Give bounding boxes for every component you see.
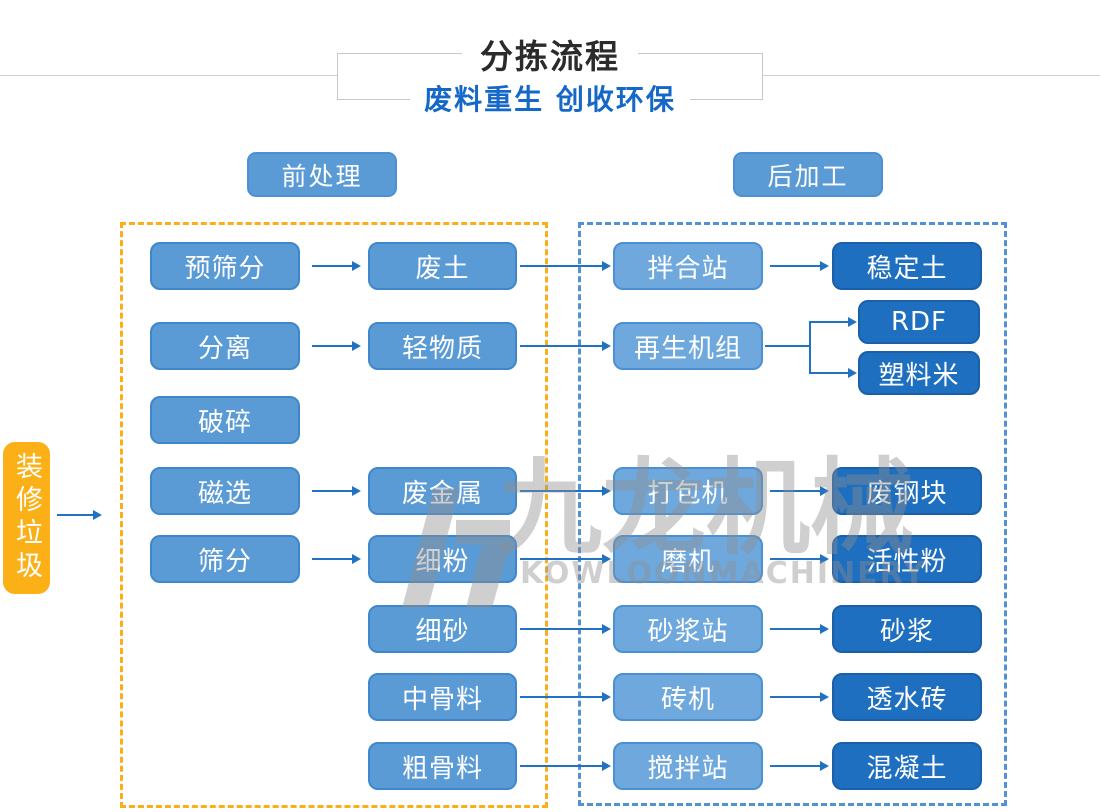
arrow-finesand-to-mortarstation — [520, 624, 611, 634]
pre-processing-container — [120, 222, 548, 808]
arrow-separation-to-lightmaterial — [312, 341, 361, 351]
arrow-mill-to-activepowder — [770, 554, 829, 564]
node-crushing: 破碎 — [150, 396, 300, 444]
node-scrap-metal: 废金属 — [368, 467, 517, 515]
node-rdf: RDF — [858, 300, 980, 344]
arrow-wastesoil-to-mixingstation — [520, 261, 611, 271]
branch-stub-regenerationunit — [765, 345, 810, 347]
page-title: 分拣流程 — [337, 37, 763, 77]
node-mortar-station: 砂浆站 — [613, 605, 763, 653]
page-title-text: 分拣流程 — [462, 37, 638, 77]
arrow-finepowder-to-mill — [520, 554, 611, 564]
arrow-source-to-container — [57, 510, 102, 520]
arrow-mediumaggregate-to-brickmachine — [520, 692, 611, 702]
node-waste-soil: 废土 — [368, 242, 517, 290]
arrow-magnetic-to-scrapmetal — [312, 486, 361, 496]
node-baler: 打包机 — [613, 467, 763, 515]
node-pre-screening: 预筛分 — [150, 242, 300, 290]
arrow-baler-to-scrapsteel — [770, 486, 829, 496]
page-subtitle-text: 废料重生 创收环保 — [410, 83, 690, 117]
branch-vertical-line — [809, 321, 811, 374]
node-active-powder: 活性粉 — [832, 535, 982, 583]
node-separation: 分离 — [150, 322, 300, 370]
section-label-post-processing: 后加工 — [733, 152, 883, 197]
node-mill: 磨机 — [613, 535, 763, 583]
page-subtitle: 废料重生 创收环保 — [337, 83, 763, 117]
arrow-screening-to-finepowder — [312, 554, 361, 564]
node-regeneration-unit: 再生机组 — [613, 322, 763, 370]
node-concrete-mixing-station: 搅拌站 — [613, 742, 763, 790]
arrow-brickmachine-to-permeablebrick — [770, 692, 829, 702]
arrow-scrapmetal-to-baler — [520, 486, 611, 496]
node-plastic-pellets: 塑料米 — [858, 351, 980, 395]
node-fine-powder: 细粉 — [368, 535, 517, 583]
node-brick-machine: 砖机 — [613, 673, 763, 721]
node-medium-aggregate: 中骨料 — [368, 673, 517, 721]
section-label-pre-processing: 前处理 — [247, 152, 397, 197]
arrow-concretestation-to-concrete — [770, 761, 829, 771]
arrow-branch-to-rdf — [810, 317, 857, 327]
node-mixing-station: 拌合站 — [613, 242, 763, 290]
arrow-lightmaterial-to-regenerationunit — [520, 341, 611, 351]
node-screening: 筛分 — [150, 535, 300, 583]
arrow-branch-to-plasticpellets — [810, 368, 857, 378]
arrow-mixingstation-to-stabilizedsoil — [770, 261, 829, 271]
node-permeable-brick: 透水砖 — [832, 673, 982, 721]
node-fine-sand: 细砂 — [368, 605, 517, 653]
node-scrap-steel-block: 废钢块 — [832, 467, 982, 515]
node-concrete: 混凝土 — [832, 742, 982, 790]
arrow-prescreen-to-wastesoil — [312, 261, 361, 271]
node-magnetic-separation: 磁选 — [150, 467, 300, 515]
node-coarse-aggregate: 粗骨料 — [368, 742, 517, 790]
source-box-renovation-waste: 装修垃圾 — [3, 442, 50, 594]
arrow-mortarstation-to-mortar — [770, 624, 829, 634]
node-stabilized-soil: 稳定土 — [832, 242, 982, 290]
node-light-material: 轻物质 — [368, 322, 517, 370]
post-processing-container — [578, 222, 1007, 806]
arrow-coarseaggregate-to-concretestation — [520, 761, 611, 771]
node-mortar: 砂浆 — [832, 605, 982, 653]
